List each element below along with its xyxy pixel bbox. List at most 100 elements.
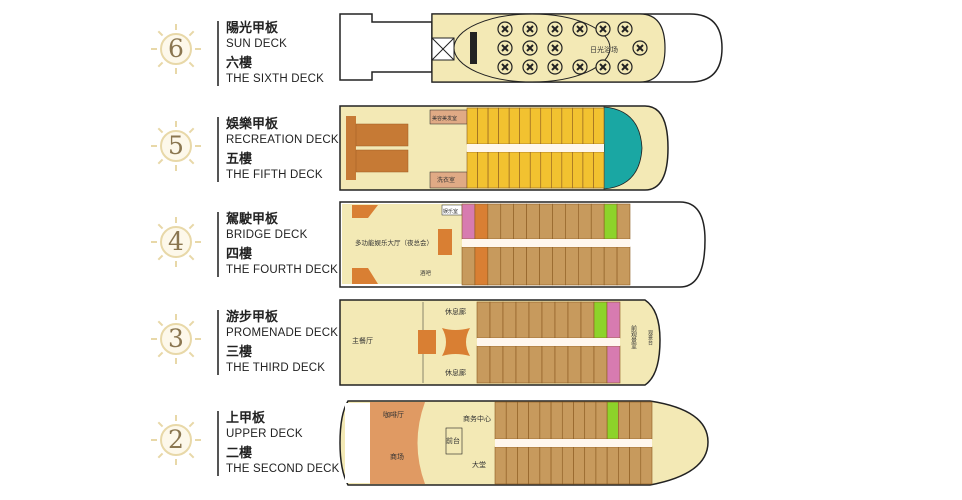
cabin xyxy=(539,446,552,485)
cabin xyxy=(476,301,491,339)
cabin xyxy=(629,446,642,485)
floor-en: THE THIRD DECK xyxy=(226,361,326,374)
cabin xyxy=(494,446,507,485)
cabin xyxy=(603,203,618,240)
cabin xyxy=(561,401,574,440)
sun-icon xyxy=(160,323,192,355)
cabin xyxy=(487,246,502,286)
cabin xyxy=(590,246,605,286)
fan-table-icon-mark xyxy=(526,63,534,71)
cabin xyxy=(618,446,630,485)
sun-ray xyxy=(188,254,195,261)
room-business: 商务中心 xyxy=(463,414,491,423)
sun-ray xyxy=(188,30,195,37)
sun-ray xyxy=(157,351,164,358)
fan-table-icon-mark xyxy=(636,44,644,52)
corridor xyxy=(467,144,604,152)
cabin xyxy=(541,301,556,339)
cabin xyxy=(561,446,574,485)
room-restaurant: 主餐厅 xyxy=(352,336,373,345)
cabin xyxy=(629,401,642,440)
deck-4-label: 駕駛甲板 BRIDGE DECK 四樓 THE FOURTH DECK xyxy=(217,212,339,278)
cabin xyxy=(500,203,514,240)
cabin xyxy=(573,446,586,485)
cabin xyxy=(515,301,530,339)
cabin xyxy=(487,203,502,240)
cabin xyxy=(489,345,504,384)
sun-ray xyxy=(188,421,195,428)
deck-5-badge: 5 xyxy=(150,120,202,172)
fan-table-icon-mark xyxy=(621,25,629,33)
cabin xyxy=(539,203,553,240)
cabin xyxy=(584,446,597,485)
cabin xyxy=(513,246,527,286)
sun-ray xyxy=(157,254,164,261)
sun-icon xyxy=(160,130,192,162)
deck-name-en: PROMENADE DECK xyxy=(226,327,339,340)
sun-ray xyxy=(188,158,195,165)
cabin xyxy=(502,301,517,339)
cabin xyxy=(539,246,553,286)
deck-3-plan: 主餐厅 休息廊 休息廊 前观景室 观景台 xyxy=(339,299,661,386)
sun-ray xyxy=(188,127,195,134)
corridor xyxy=(495,439,652,447)
sun-ray xyxy=(157,421,164,428)
deck-name-en: SUN DECK xyxy=(226,38,288,51)
cabin xyxy=(593,301,608,339)
cabin xyxy=(640,401,653,440)
floor-cn: 四樓 xyxy=(226,246,253,262)
floor-en: THE FOURTH DECK xyxy=(226,263,339,276)
deck-3-badge: 3 xyxy=(150,313,202,365)
deck-name-en: UPPER DECK xyxy=(226,428,303,441)
cabin xyxy=(603,246,618,286)
deck-name-cn: 游步甲板 xyxy=(226,310,279,325)
cabin xyxy=(561,107,573,145)
deck-name-cn: 陽光甲板 xyxy=(226,21,279,36)
cabin xyxy=(498,107,510,145)
deck-2-badge: 2 xyxy=(150,414,202,466)
cabin xyxy=(573,401,586,440)
cabin xyxy=(541,345,556,384)
cabin xyxy=(528,301,543,339)
cabin xyxy=(505,446,518,485)
deck-number: 2 xyxy=(168,425,184,454)
cabin xyxy=(618,401,630,440)
cabin xyxy=(500,246,514,286)
cabin xyxy=(593,107,605,145)
cabin xyxy=(508,151,520,189)
deck-number: 6 xyxy=(168,34,184,63)
cabin xyxy=(502,345,517,384)
cabin xyxy=(487,107,499,145)
cabin xyxy=(489,301,504,339)
cabin xyxy=(582,107,594,145)
sun-icon xyxy=(160,33,192,65)
cabin xyxy=(550,401,563,440)
sun-ray xyxy=(188,223,195,230)
room-hall: 多功能娱乐大厅（夜总会） xyxy=(355,238,433,247)
floor-en: THE FIFTH DECK xyxy=(226,168,323,181)
sun-ray xyxy=(188,61,195,68)
cabin xyxy=(528,446,541,485)
room-beauty: 美容美发室 xyxy=(432,115,457,122)
cabin xyxy=(578,246,592,286)
cabin xyxy=(606,345,621,384)
sun-icon xyxy=(160,424,192,456)
cabin xyxy=(551,151,563,189)
cabin xyxy=(606,446,619,485)
cabin xyxy=(567,301,582,339)
cabin xyxy=(494,401,507,440)
cabin xyxy=(572,107,584,145)
cabin xyxy=(476,345,491,384)
sun-ray xyxy=(188,452,195,459)
sun-ray xyxy=(157,320,164,327)
cabin xyxy=(578,203,592,240)
deck-2-label: 上甲板 UPPER DECK 二樓 THE SECOND DECK xyxy=(217,411,340,477)
cabin xyxy=(466,107,478,145)
deck-number: 3 xyxy=(168,324,184,353)
cabin xyxy=(513,203,527,240)
deck-3-label: 游步甲板 PROMENADE DECK 三樓 THE THIRD DECK xyxy=(217,310,339,376)
cabin xyxy=(477,151,489,189)
corridor xyxy=(462,239,630,247)
cabin xyxy=(529,107,542,145)
